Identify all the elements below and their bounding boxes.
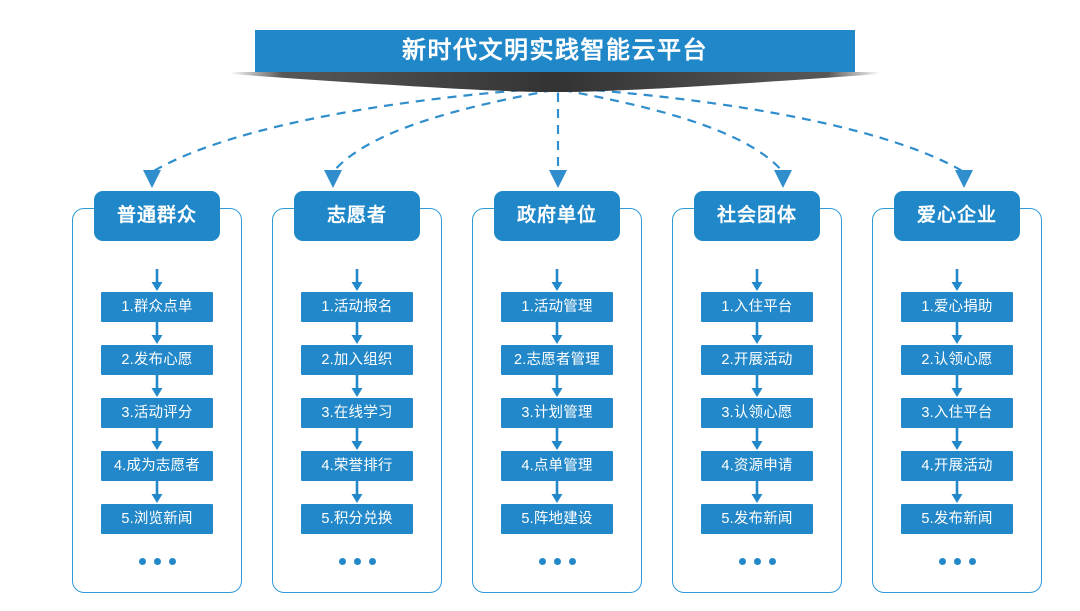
ellipsis-dot <box>538 558 546 565</box>
ellipsis-dot <box>553 558 561 565</box>
role-column-4: 社会团体 1.入住平台 2.开展活动 3.认领心愿 4.资源申请 5.发布新闻 <box>672 191 842 593</box>
connector-to-col-5 <box>563 86 965 173</box>
down-arrow-icon <box>951 322 963 344</box>
down-arrow-icon <box>151 269 163 291</box>
role-item-4-2[interactable]: 2.开展活动 <box>701 345 813 375</box>
ellipsis-dot <box>153 558 161 565</box>
role-item-5-5[interactable]: 5.发布新闻 <box>901 504 1013 534</box>
ellipsis-dot <box>338 558 346 565</box>
role-item-5-2[interactable]: 2.认领心愿 <box>901 345 1013 375</box>
role-item-3-1[interactable]: 1.活动管理 <box>501 292 613 322</box>
role-column-header-2[interactable]: 志愿者 <box>294 191 420 241</box>
down-arrow-icon <box>351 269 363 291</box>
connector-arrowheads <box>143 170 973 188</box>
role-column-header-5[interactable]: 爱心企业 <box>894 191 1020 241</box>
role-item-2-3[interactable]: 3.在线学习 <box>301 398 413 428</box>
role-item-2-5[interactable]: 5.积分兑换 <box>301 504 413 534</box>
role-column-header-4[interactable]: 社会团体 <box>694 191 820 241</box>
role-item-4-1[interactable]: 1.入住平台 <box>701 292 813 322</box>
more-items-ellipsis-3 <box>533 551 581 565</box>
down-arrow-icon <box>751 322 763 344</box>
down-arrow-icon <box>551 322 563 344</box>
down-arrow-icon <box>951 375 963 397</box>
down-arrow-icon <box>151 481 163 503</box>
connector-to-col-1 <box>151 86 553 173</box>
ellipsis-dot <box>138 558 146 565</box>
down-arrow-icon <box>351 481 363 503</box>
role-item-1-2[interactable]: 2.发布心愿 <box>101 345 213 375</box>
connector-to-col-4 <box>562 88 784 173</box>
platform-title-banner: 新时代文明实践智能云平台 <box>255 30 855 72</box>
role-item-2-4[interactable]: 4.荣誉排行 <box>301 451 413 481</box>
down-arrow-icon <box>151 375 163 397</box>
role-item-3-3[interactable]: 3.计划管理 <box>501 398 613 428</box>
role-column-3: 政府单位 1.活动管理 2.志愿者管理 3.计划管理 4.点单管理 5.阵地建设 <box>472 191 642 593</box>
down-arrow-icon <box>351 428 363 450</box>
page-title: 新时代文明实践智能云平台 <box>402 37 708 64</box>
ellipsis-dot <box>353 558 361 565</box>
role-item-1-1[interactable]: 1.群众点单 <box>101 292 213 322</box>
role-column-5: 爱心企业 1.爱心捐助 2.认领心愿 3.入住平台 4.开展活动 5.发布新闻 <box>872 191 1042 593</box>
down-arrow-icon <box>551 269 563 291</box>
role-item-4-5[interactable]: 5.发布新闻 <box>701 504 813 534</box>
down-arrow-icon <box>551 375 563 397</box>
role-column-items: 1.爱心捐助 2.认领心愿 3.入住平台 4.开展活动 5.发布新闻 <box>872 269 1042 565</box>
ellipsis-dot <box>953 558 961 565</box>
down-arrow-icon <box>351 322 363 344</box>
role-item-1-5[interactable]: 5.浏览新闻 <box>101 504 213 534</box>
down-arrow-icon <box>751 269 763 291</box>
role-column-header-3[interactable]: 政府单位 <box>494 191 620 241</box>
role-item-3-2[interactable]: 2.志愿者管理 <box>501 345 613 375</box>
ellipsis-dot <box>753 558 761 565</box>
more-items-ellipsis-4 <box>733 551 781 565</box>
more-items-ellipsis-5 <box>933 551 981 565</box>
down-arrow-icon <box>951 269 963 291</box>
role-column-items: 1.活动管理 2.志愿者管理 3.计划管理 4.点单管理 5.阵地建设 <box>472 269 642 565</box>
role-item-1-4[interactable]: 4.成为志愿者 <box>101 451 213 481</box>
down-arrow-icon <box>151 322 163 344</box>
role-column-items: 1.入住平台 2.开展活动 3.认领心愿 4.资源申请 5.发布新闻 <box>672 269 842 565</box>
more-items-ellipsis-1 <box>133 551 181 565</box>
ellipsis-dot <box>168 558 176 565</box>
down-arrow-icon <box>751 428 763 450</box>
role-item-3-4[interactable]: 4.点单管理 <box>501 451 613 481</box>
role-column-items: 1.活动报名 2.加入组织 3.在线学习 4.荣誉排行 5.积分兑换 <box>272 269 442 565</box>
role-item-2-1[interactable]: 1.活动报名 <box>301 292 413 322</box>
role-column-header-1[interactable]: 普通群众 <box>94 191 220 241</box>
down-arrow-icon <box>351 375 363 397</box>
down-arrow-icon <box>551 481 563 503</box>
role-column-items: 1.群众点单 2.发布心愿 3.活动评分 4.成为志愿者 5.浏览新闻 <box>72 269 242 565</box>
down-arrow-icon <box>151 428 163 450</box>
role-column-2: 志愿者 1.活动报名 2.加入组织 3.在线学习 4.荣誉排行 5.积分兑换 <box>272 191 442 593</box>
down-arrow-icon <box>751 481 763 503</box>
role-item-3-5[interactable]: 5.阵地建设 <box>501 504 613 534</box>
banner-shadow-ribbon <box>230 72 880 92</box>
down-arrow-icon <box>951 481 963 503</box>
ellipsis-dot <box>968 558 976 565</box>
down-arrow-icon <box>751 375 763 397</box>
role-item-4-3[interactable]: 3.认领心愿 <box>701 398 813 428</box>
down-arrow-icon <box>551 428 563 450</box>
role-item-5-1[interactable]: 1.爱心捐助 <box>901 292 1013 322</box>
role-item-4-4[interactable]: 4.资源申请 <box>701 451 813 481</box>
ellipsis-dot <box>368 558 376 565</box>
more-items-ellipsis-2 <box>333 551 381 565</box>
ellipsis-dot <box>738 558 746 565</box>
role-item-1-3[interactable]: 3.活动评分 <box>101 398 213 428</box>
ellipsis-dot <box>568 558 576 565</box>
role-column-1: 普通群众 1.群众点单 2.发布心愿 3.活动评分 4.成为志愿者 5.浏览新闻 <box>72 191 242 593</box>
down-arrow-icon <box>951 428 963 450</box>
ellipsis-dot <box>938 558 946 565</box>
ellipsis-dot <box>768 558 776 565</box>
role-item-2-2[interactable]: 2.加入组织 <box>301 345 413 375</box>
role-item-5-4[interactable]: 4.开展活动 <box>901 451 1013 481</box>
connector-to-col-2 <box>332 88 554 173</box>
role-item-5-3[interactable]: 3.入住平台 <box>901 398 1013 428</box>
